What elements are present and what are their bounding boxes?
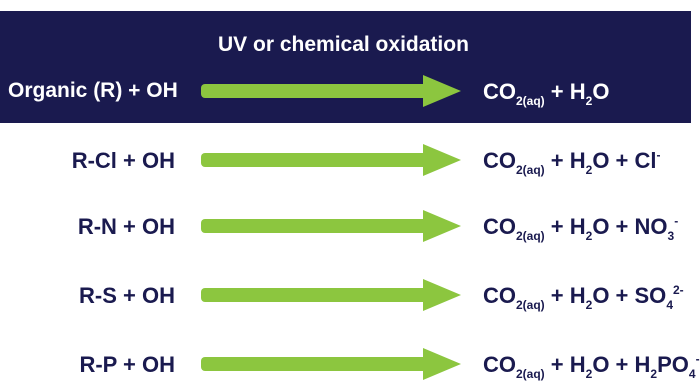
reactant-r-n: R-N + OH [77,214,175,239]
header-banner: UV or chemical oxidation Organic (R) + O… [0,11,691,123]
product-r-p: CO2(aq) + H2O + H2PO4- [483,352,700,381]
header-reactant: Organic (R) + OH [8,79,178,102]
reaction-condition-caption: UV or chemical oxidation [218,33,469,56]
reactant-r-s: R-S + OH [79,283,175,308]
product-r-cl: CO2(aq) + H2O + Cl- [483,148,661,177]
header-product: CO2(aq) + H2O [483,79,610,108]
product-r-s: CO2(aq) + H2O + SO42- [483,283,684,312]
arrow-icon-r-n [201,210,461,242]
reactant-r-p: R-P + OH [79,352,175,377]
header-arrow-icon [201,75,461,107]
reactant-r-cl: R-Cl + OH [71,148,175,173]
arrow-icon-r-cl [201,144,461,176]
product-r-n: CO2(aq) + H2O + NO3- [483,214,679,243]
arrow-icon-r-p [201,348,461,380]
arrow-icon-r-s [201,279,461,311]
